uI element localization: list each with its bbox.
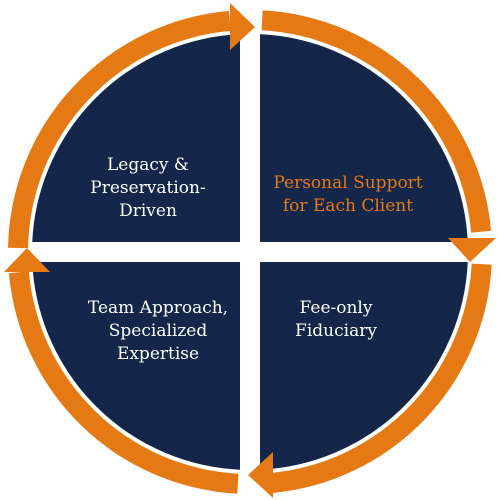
quadrant-top-left (30, 32, 242, 244)
quadrant-top-right (258, 32, 470, 244)
arrowhead-bottom (248, 452, 273, 498)
orange-ring (8, 10, 492, 494)
arrowhead-left (4, 248, 50, 272)
quadrant-label-fee-only: Fee-only Fiduciary (295, 298, 377, 341)
arrowhead-top (230, 3, 255, 50)
arrowhead-right (448, 238, 496, 262)
quadrant-label-personal-support: Personal Support for Each Client (273, 173, 423, 216)
ring-segment-top-right (261, 10, 492, 233)
quadrant-label-team-approach: Team Approach, Specialized Expertise (87, 298, 229, 364)
quadrant-label-legacy: Legacy & Preservation- Driven (90, 155, 206, 221)
ring-segment-bottom-right (269, 263, 492, 494)
quadrant-layer (30, 32, 470, 472)
ring-segment-top-left (8, 10, 231, 249)
quadrant-bottom-left (30, 260, 242, 472)
arrowhead-layer (4, 3, 496, 498)
ring-segment-bottom-left (8, 271, 239, 494)
quadrant-bottom-right (258, 260, 470, 472)
